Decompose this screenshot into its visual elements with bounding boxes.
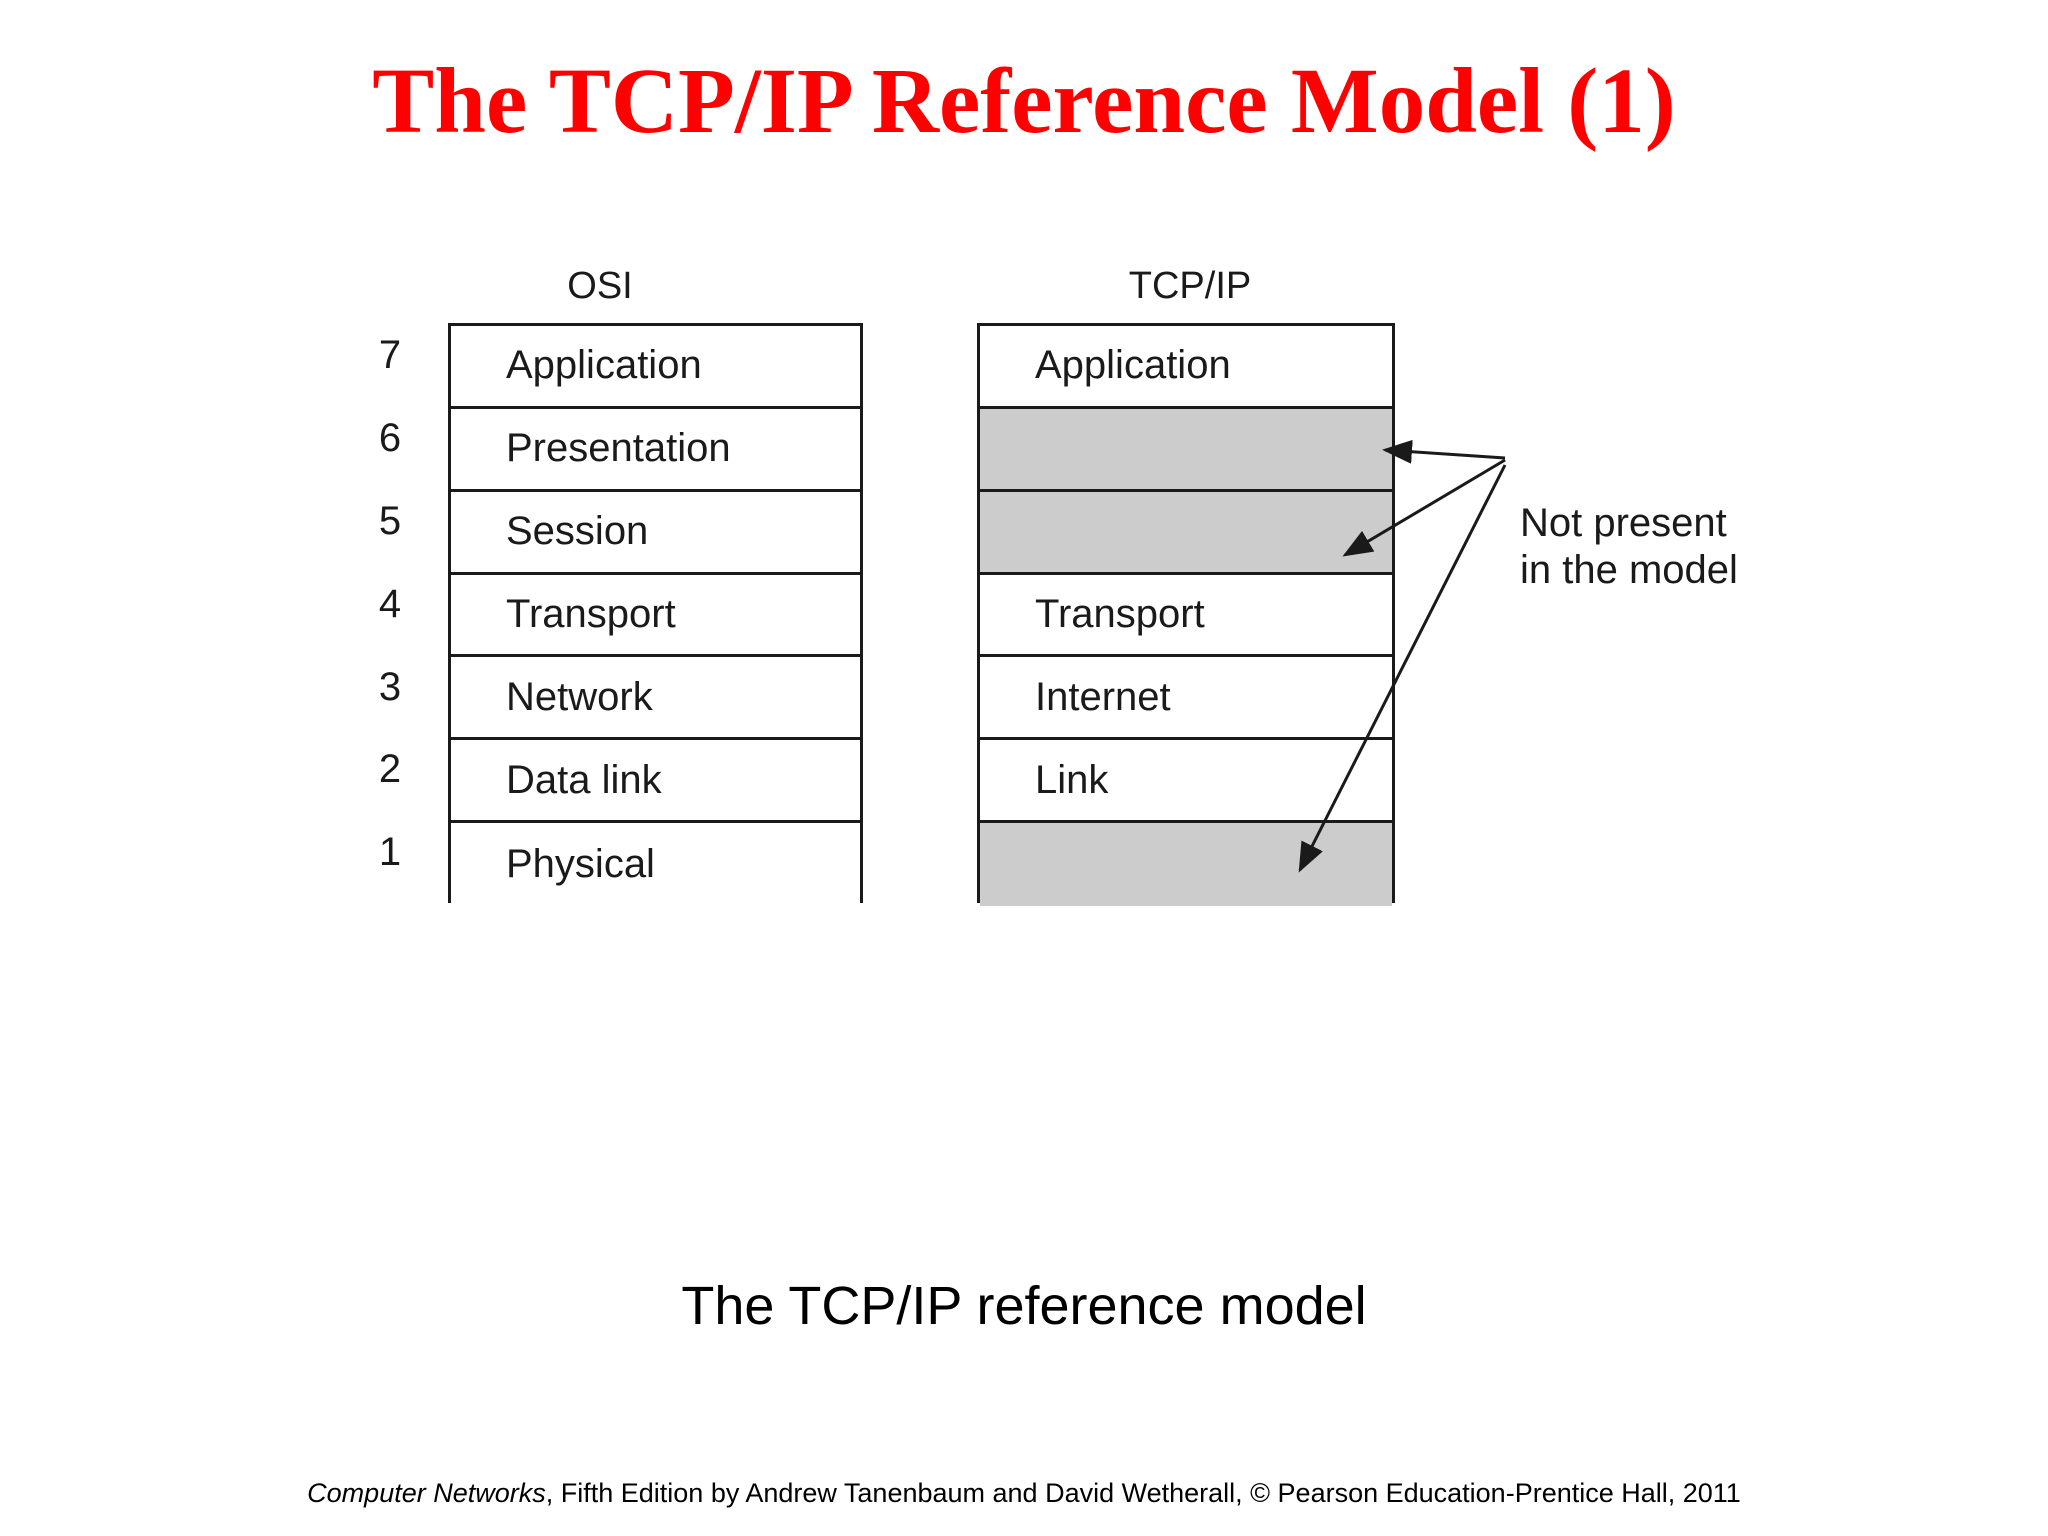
tcpip-layer-absent-physical bbox=[980, 823, 1392, 906]
osi-layer-data-link: Data link bbox=[451, 740, 860, 824]
tcpip-layer-link: Link bbox=[980, 740, 1392, 824]
osi-layer-session: Session bbox=[451, 491, 860, 575]
tcpip-layer-label: Link bbox=[1035, 757, 1109, 802]
osi-layer-physical: Physical bbox=[451, 823, 860, 906]
osi-layer-label: Network bbox=[506, 674, 653, 719]
annotation-line-2: in the model bbox=[1520, 548, 1738, 593]
osi-layer-number-5: 5 bbox=[378, 499, 402, 543]
not-present-annotation: Not present in the model bbox=[1520, 500, 1738, 594]
osi-column-header: OSI bbox=[567, 265, 633, 307]
tcpip-layer-internet: Internet bbox=[980, 657, 1392, 741]
arrow-to-presentation-gap bbox=[1382, 439, 1506, 464]
annotation-line-1: Not present bbox=[1520, 501, 1727, 545]
osi-layer-number-7: 7 bbox=[378, 333, 402, 377]
tcpip-stack: Application Transport Internet Link bbox=[977, 323, 1395, 906]
osi-layer-application: Application bbox=[451, 326, 860, 409]
osi-layer-label: Transport bbox=[506, 591, 676, 636]
footer-book-title: Computer Networks bbox=[307, 1478, 546, 1508]
osi-layer-transport: Transport bbox=[451, 574, 860, 658]
slide-footer: Computer Networks, Fifth Edition by Andr… bbox=[0, 1478, 2048, 1509]
osi-layer-number-4: 4 bbox=[378, 582, 402, 626]
tcpip-layer-transport: Transport bbox=[980, 574, 1392, 658]
osi-layer-number-2: 2 bbox=[378, 747, 402, 791]
tcpip-layer-label: Transport bbox=[1035, 591, 1205, 636]
footer-rest: , Fifth Edition by Andrew Tanenbaum and … bbox=[545, 1478, 1741, 1508]
osi-stack: Application Presentation Session Transpo… bbox=[448, 323, 863, 906]
figure-caption: The TCP/IP reference model bbox=[681, 1276, 1367, 1336]
osi-layer-number-3: 3 bbox=[378, 665, 402, 709]
osi-layer-label: Presentation bbox=[506, 426, 731, 471]
tcpip-osi-diagram: OSI TCP/IP 7 6 5 4 3 2 1 Application Pre… bbox=[0, 255, 2048, 935]
osi-layer-label: Data link bbox=[506, 757, 662, 802]
osi-layer-number-1: 1 bbox=[378, 830, 402, 874]
osi-layer-label: Physical bbox=[506, 841, 655, 886]
osi-layer-number-6: 6 bbox=[378, 416, 402, 460]
page-title: The TCP/IP Reference Model (1) bbox=[372, 50, 1676, 153]
osi-layer-label: Application bbox=[506, 343, 702, 388]
tcpip-column-header: TCP/IP bbox=[1128, 265, 1252, 307]
tcpip-layer-label: Internet bbox=[1035, 674, 1171, 719]
tcpip-layer-application: Application bbox=[980, 326, 1392, 409]
osi-layer-presentation: Presentation bbox=[451, 408, 860, 492]
osi-layer-network: Network bbox=[451, 657, 860, 741]
tcpip-layer-absent-session bbox=[980, 491, 1392, 575]
tcpip-layer-absent-presentation bbox=[980, 408, 1392, 492]
osi-layer-label: Session bbox=[506, 509, 649, 554]
tcpip-layer-label: Application bbox=[1035, 343, 1231, 388]
